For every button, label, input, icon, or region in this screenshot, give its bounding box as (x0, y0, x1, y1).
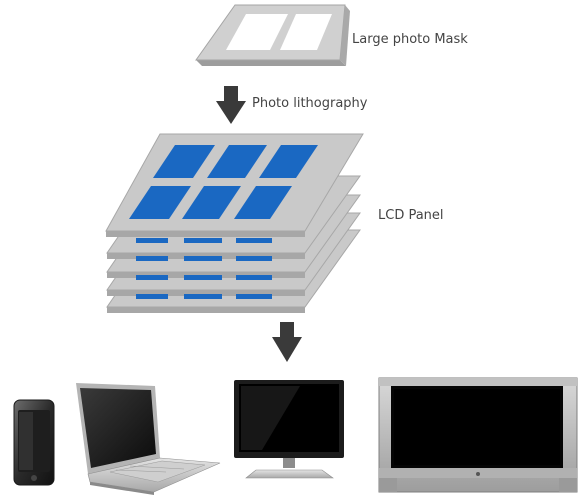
monitor-icon (234, 380, 344, 479)
panel-plate-edge (106, 231, 305, 237)
laptop-icon (76, 383, 221, 495)
panel-cell (182, 186, 241, 219)
panel-cell-strip (184, 294, 222, 299)
panel-cell (153, 145, 215, 178)
panel-cell (129, 186, 191, 219)
panel-cell-strip (184, 238, 222, 243)
panel-cell (234, 186, 292, 219)
panel-cell-strip (136, 294, 168, 299)
panel-cell-strip (184, 256, 222, 261)
panel-cell-strip (236, 275, 272, 280)
panel-cell-strip (236, 294, 272, 299)
panel-cell-strip (236, 238, 272, 243)
panel-cell-strip (136, 238, 168, 243)
panel-cell-strip (184, 275, 222, 280)
panel-cell-strip (236, 256, 272, 261)
arrow-down-icon (216, 86, 246, 124)
panel-plate-edge (107, 307, 305, 313)
smartphone-icon (13, 399, 55, 486)
lithography-label: Photo lithography (252, 96, 368, 111)
mask-icon (195, 4, 350, 66)
panel-cell-strip (136, 256, 168, 261)
mask-label: Large photo Mask (352, 32, 468, 47)
tv-icon (378, 377, 578, 493)
panel-cell (259, 145, 318, 178)
arrow-down-icon (272, 322, 302, 362)
panel-cell (207, 145, 267, 178)
lcd-panel-label: LCD Panel (378, 208, 444, 223)
lcd-panel-stack-icon (105, 133, 364, 313)
panel-cell-strip (136, 275, 168, 280)
